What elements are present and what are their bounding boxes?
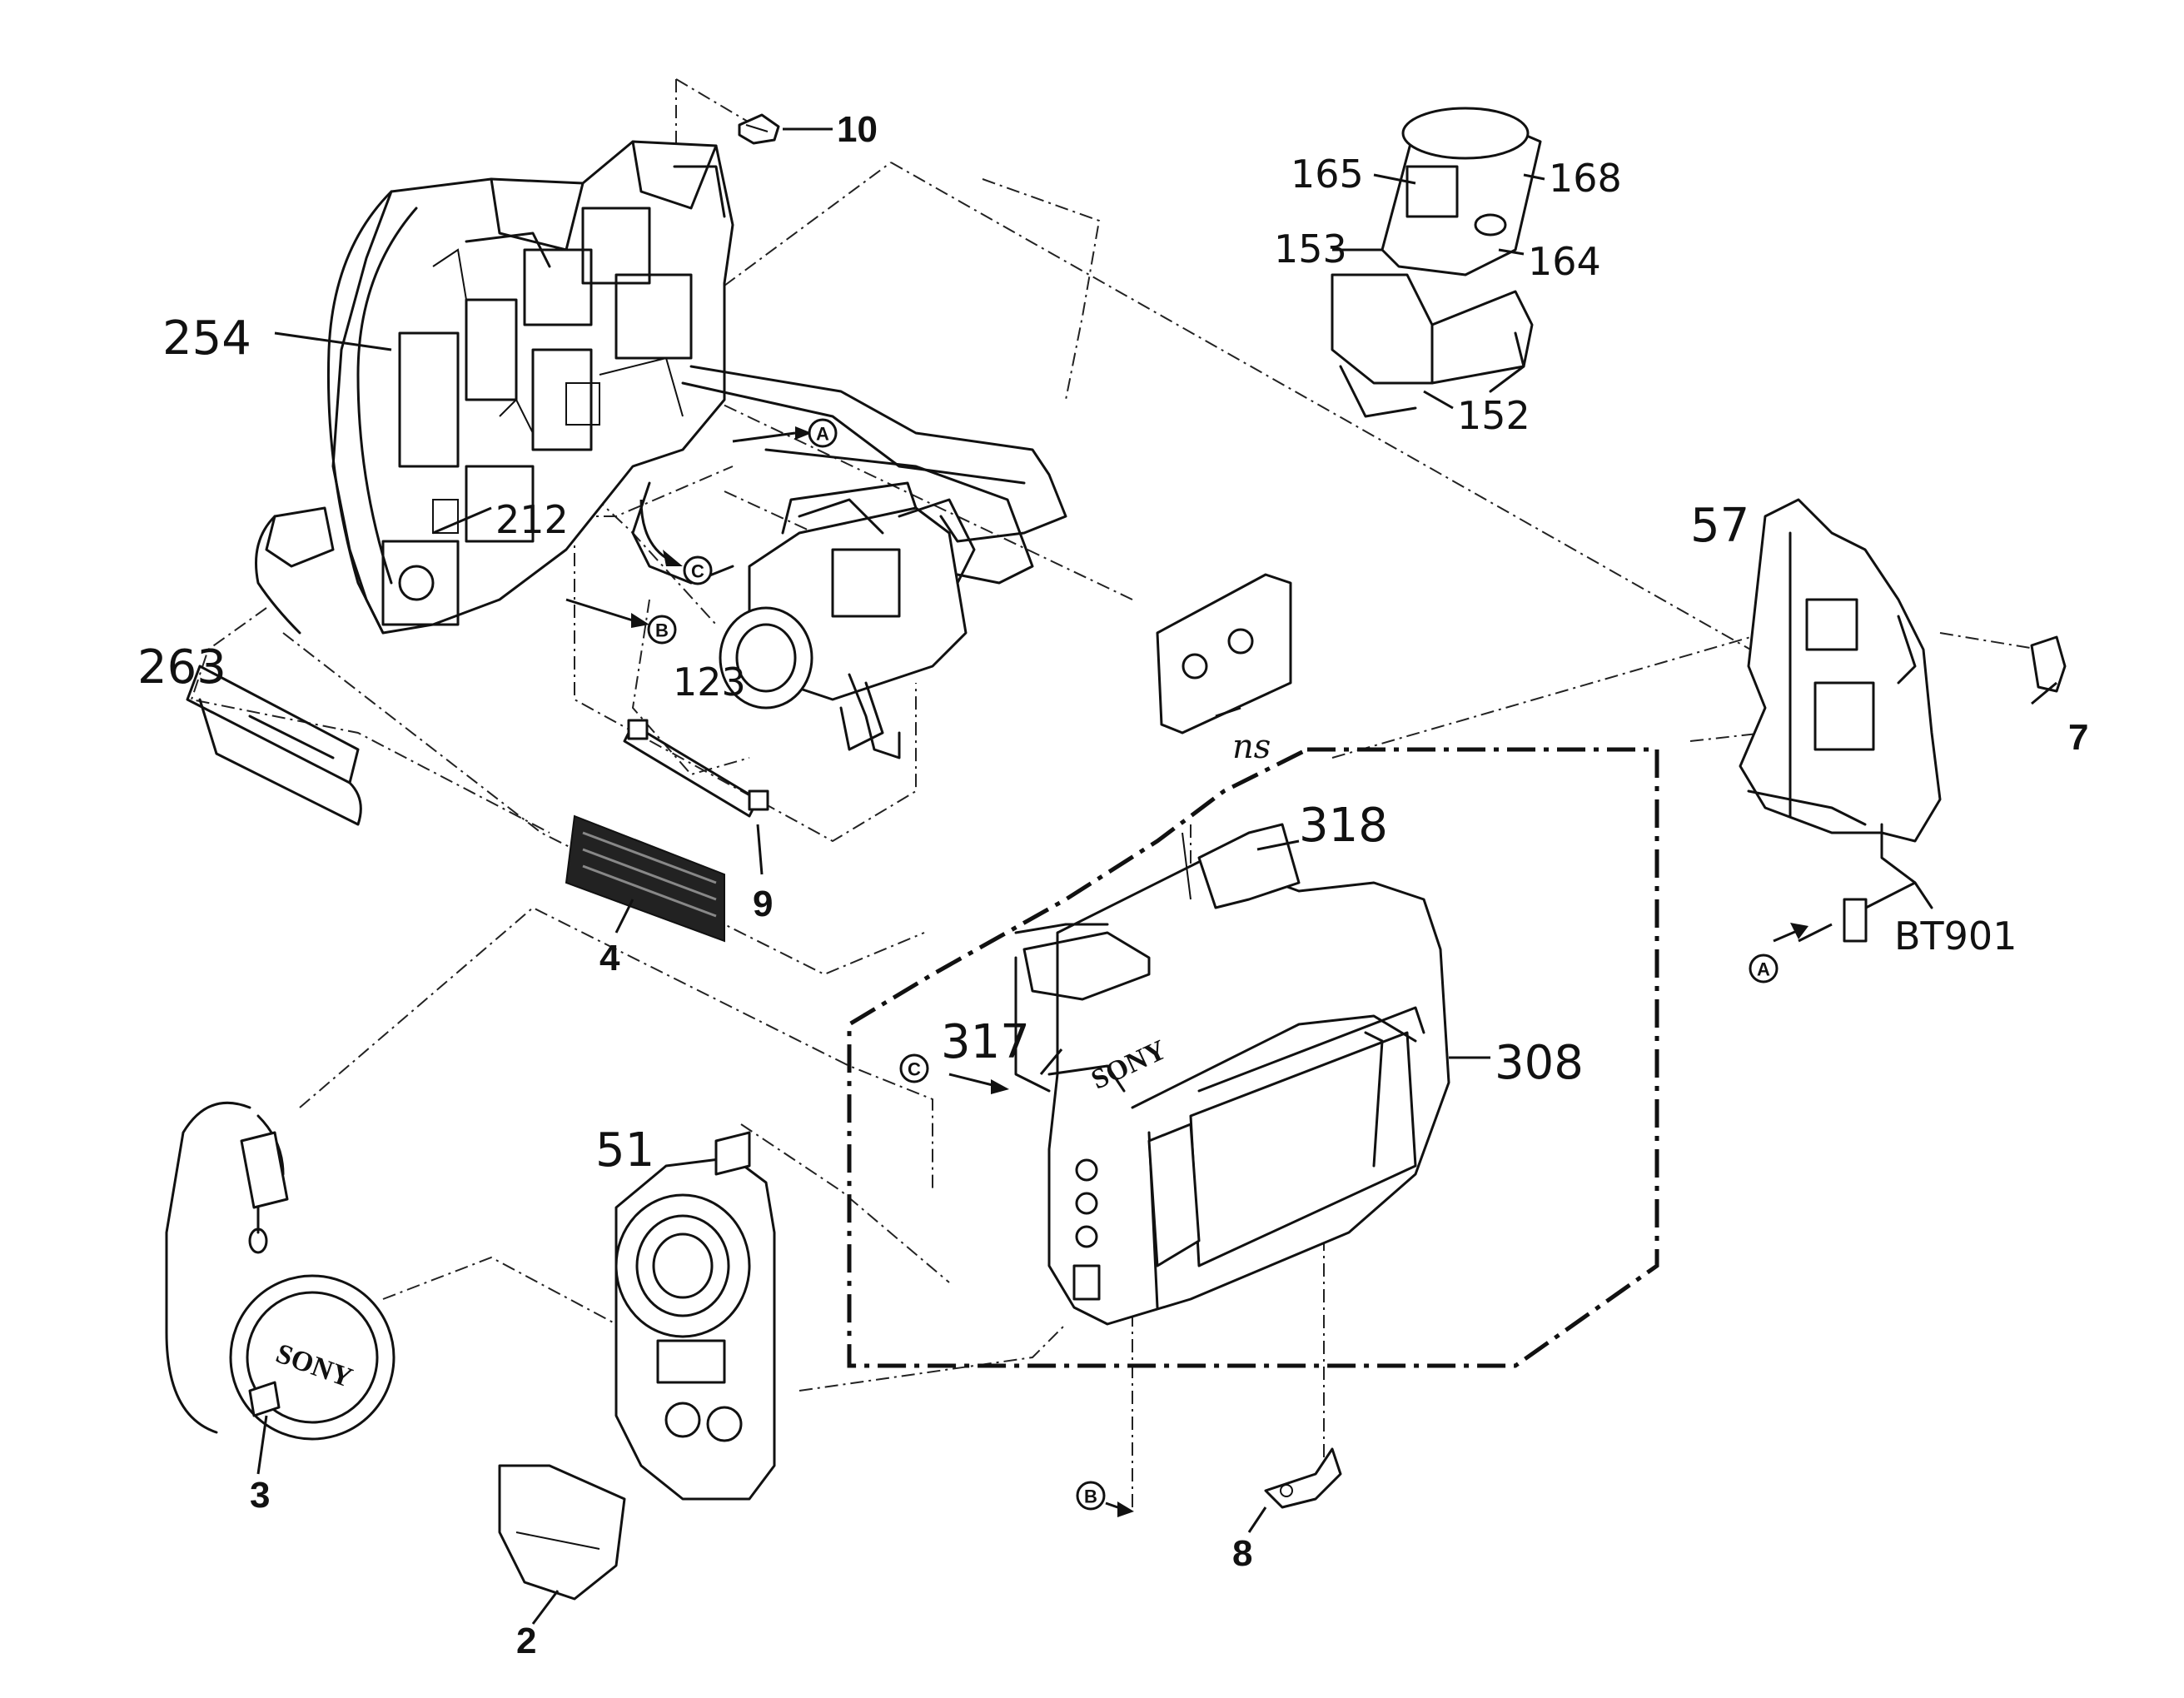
main-chassis-assembly: [265, 140, 734, 635]
marker-a-lower: A: [1749, 923, 1808, 983]
part-label-212: 212: [495, 497, 569, 542]
small-clip-7: [2030, 635, 2067, 693]
part-label-7: 7: [2068, 717, 2088, 758]
marker-b-upper: B: [565, 598, 677, 645]
marker-c-lower: C: [899, 1053, 1009, 1094]
marker-b-lower: B: [1076, 1481, 1134, 1517]
part-label-165: 165: [1291, 152, 1364, 197]
svg-text:A: A: [1757, 959, 1770, 980]
part-label-254: 254: [162, 311, 251, 366]
small-clip-10: [738, 113, 780, 145]
label-sticker-4: [565, 814, 725, 943]
part-label-317: 317: [941, 1015, 1030, 1069]
hand-strap-263: [186, 515, 362, 826]
svg-text:C: C: [691, 561, 704, 582]
part-label-8: 8: [1232, 1533, 1252, 1574]
viewfinder-lens-assembly: [1331, 107, 1542, 418]
front-cover-51: [614, 1131, 776, 1501]
top-cover-317: [1014, 923, 1109, 1093]
part-label-bt901: BT901: [1894, 914, 2017, 959]
lens-cap-3: [165, 1101, 396, 1441]
camera-block-123: [719, 481, 976, 751]
bracket-ns: [1156, 573, 1292, 734]
part-label-263: 263: [137, 640, 226, 695]
battery-terminal-bt901: [1843, 823, 1933, 943]
part-label-153: 153: [1274, 227, 1347, 271]
part-label-57: 57: [1690, 499, 1749, 553]
part-label-51: 51: [595, 1123, 654, 1178]
part-label-2: 2: [516, 1621, 536, 1661]
part-label-152: 152: [1457, 393, 1530, 438]
part-label-10: 10: [837, 109, 878, 150]
svg-text:B: B: [1084, 1486, 1097, 1507]
outer-housing-308: [1022, 856, 1450, 1326]
connector-strip-9: [623, 719, 769, 818]
part-label-3: 3: [250, 1475, 270, 1516]
marker-c-upper: C: [639, 499, 713, 585]
part-label-168: 168: [1549, 156, 1622, 201]
part-label-123: 123: [673, 660, 746, 705]
cover-2: [498, 1464, 626, 1601]
side-frame-57: [1739, 498, 1942, 843]
part-label-308: 308: [1495, 1036, 1584, 1090]
svg-text:A: A: [816, 424, 829, 445]
part-label-318: 318: [1299, 799, 1388, 853]
plate-8: [1264, 1447, 1342, 1509]
marker-a-upper: A: [732, 418, 838, 448]
svg-text:B: B: [655, 620, 669, 641]
part-label-9: 9: [753, 884, 773, 924]
part-label-4: 4: [599, 938, 620, 978]
part-label-ns: ns: [1232, 728, 1271, 766]
svg-text:C: C: [908, 1059, 921, 1080]
part-label-164: 164: [1528, 239, 1601, 284]
leader-lines: [256, 127, 2057, 1625]
